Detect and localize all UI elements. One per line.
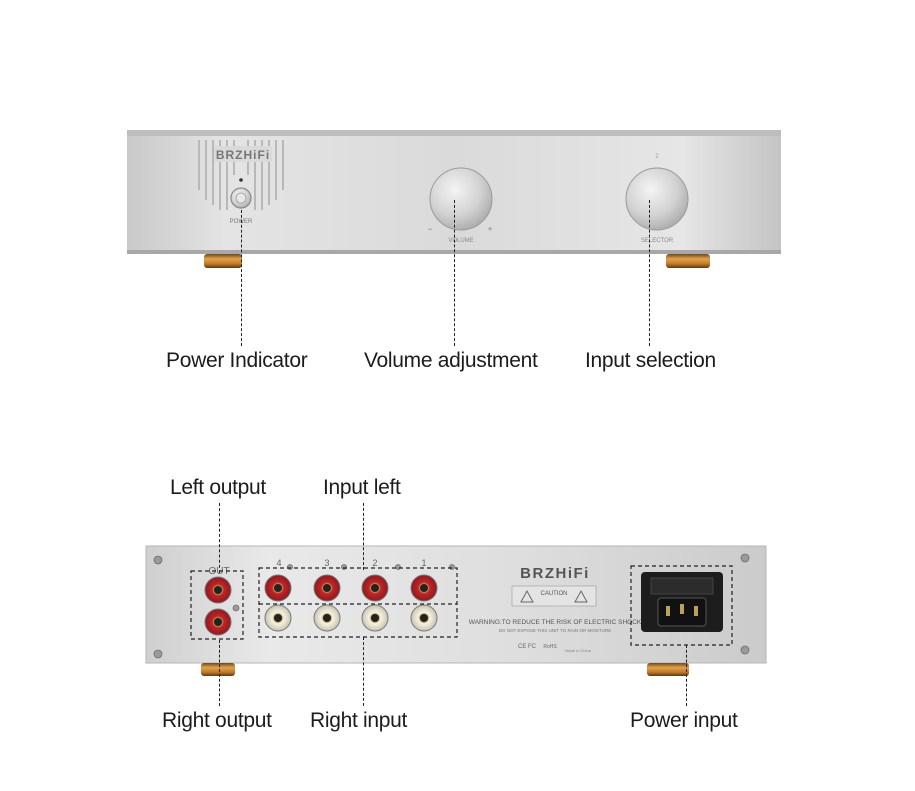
selector-caption: SELECTOR: [641, 238, 674, 244]
input-number: 2: [372, 558, 377, 568]
svg-text:2: 2: [655, 154, 659, 160]
leader-input-left: [363, 503, 364, 570]
warning-text: WARNING:TO REDUCE THE RISK OF ELECTRIC S…: [469, 619, 642, 626]
selector-knob: [625, 167, 689, 231]
front-foot-left: [204, 254, 242, 268]
volume-plus-mark: +: [487, 224, 492, 234]
rear-foot-right: [647, 663, 689, 676]
label-power-input: Power input: [630, 709, 738, 732]
volume-caption: VOLUME: [448, 238, 473, 244]
label-left-output: Left output: [170, 476, 266, 499]
rear-foot-left: [201, 663, 235, 676]
caution-text: CAUTION: [541, 591, 568, 597]
leader-volume: [454, 200, 455, 346]
leader-left-output: [219, 503, 220, 573]
rohs-mark: RoHS: [543, 644, 557, 650]
volume-minus-mark: −: [427, 224, 432, 234]
volume-knob: [429, 167, 493, 231]
leader-power: [241, 210, 242, 346]
front-foot-right: [666, 254, 710, 268]
warning-subtext: DO NOT EXPOSE THIS UNIT TO RAIN OR MOIST…: [499, 628, 612, 633]
power-led: [239, 178, 243, 182]
input-number: 4: [276, 558, 281, 568]
made-in-text: Made in China: [565, 648, 592, 653]
label-input-left: Input left: [323, 476, 401, 499]
rca-inputs-left: [264, 574, 438, 602]
rear-panel-photo: OUT 4 3 2 1 BRZHiFi CAUTION WARNING:TO R…: [145, 545, 767, 676]
label-right-output: Right output: [162, 709, 272, 732]
leader-power-input: [686, 645, 687, 706]
iec-power-inlet: [641, 572, 723, 632]
label-power-indicator: Power Indicator: [166, 349, 308, 372]
rca-inputs-right: [264, 604, 438, 632]
input-number: 3: [324, 558, 329, 568]
rca-out-left: [204, 576, 232, 604]
leader-right-output: [219, 640, 220, 706]
label-volume-adjustment: Volume adjustment: [364, 349, 538, 372]
label-right-input: Right input: [310, 709, 408, 732]
front-brand-logo: BRZHiFi: [216, 148, 270, 162]
leader-selector: [649, 200, 650, 346]
front-panel-photo: BRZHiFi POWER − + VOLUME 2 SELECTOR: [127, 130, 781, 268]
leader-right-input: [363, 637, 364, 706]
input-number: 1: [421, 558, 426, 568]
cert-marks: CE FC: [518, 644, 537, 650]
rear-brand-logo: BRZHiFi: [520, 565, 590, 582]
rca-out-right: [204, 608, 232, 636]
label-input-selection: Input selection: [585, 349, 716, 372]
